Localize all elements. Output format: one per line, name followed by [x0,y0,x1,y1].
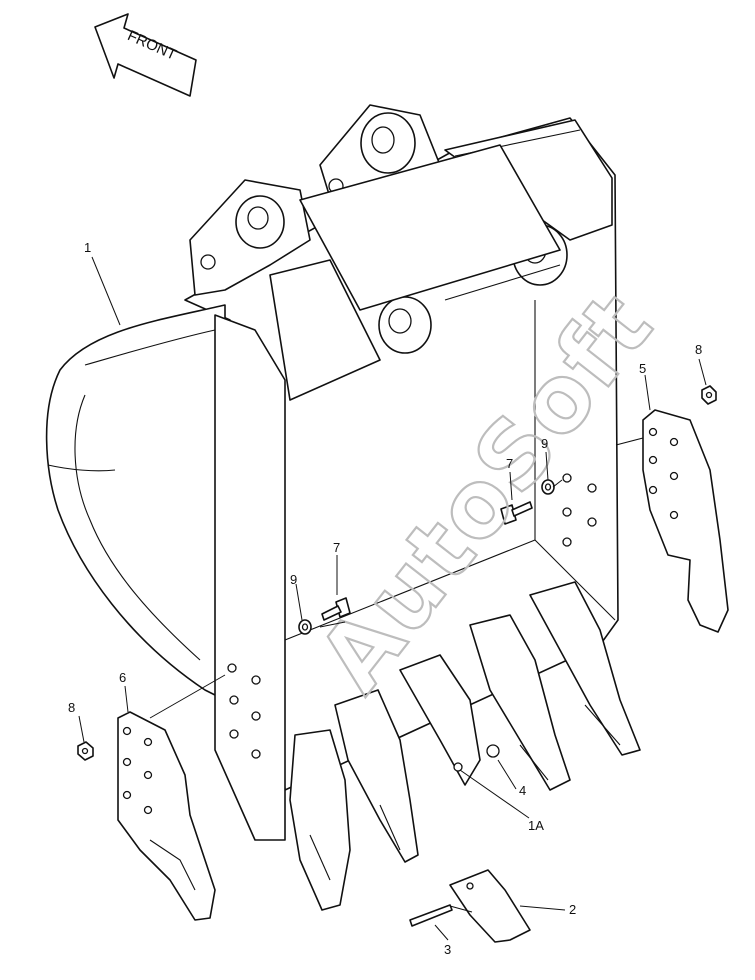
bolt-left [321,597,351,621]
tooth-point-part [449,869,531,943]
leader-lines [78,256,707,941]
nut-right [701,385,717,405]
label-tooth-point: 2 [569,902,576,917]
label-washer-center: 9 [541,436,548,451]
label-bucket: 1 [84,240,91,255]
front-direction-arrow: FRONT [94,13,197,97]
label-nut-right: 8 [695,342,702,357]
label-side-cutter-right: 5 [639,361,646,376]
nut-left [77,741,94,761]
label-bolt-center: 7 [506,456,513,471]
bucket-side-bolt-holes [227,473,597,759]
tooth-pin-part [409,904,453,927]
bucket-teeth [289,581,641,911]
label-pin: 3 [444,942,451,957]
label-bolt-left: 7 [333,540,340,555]
side-cutter-right [642,409,729,633]
side-cutter-left [117,711,216,921]
label-side-cutter-left: 6 [119,670,126,685]
label-lock-washer: 4 [519,783,526,798]
washer-left [298,619,312,635]
label-washer-left: 9 [290,572,297,587]
label-nut-left: 8 [68,700,75,715]
part-labels: 1 2 3 4 5 6 7 7 8 8 9 9 1A [68,240,702,957]
label-adapter: 1A [528,818,544,833]
bolt-center [500,501,533,525]
